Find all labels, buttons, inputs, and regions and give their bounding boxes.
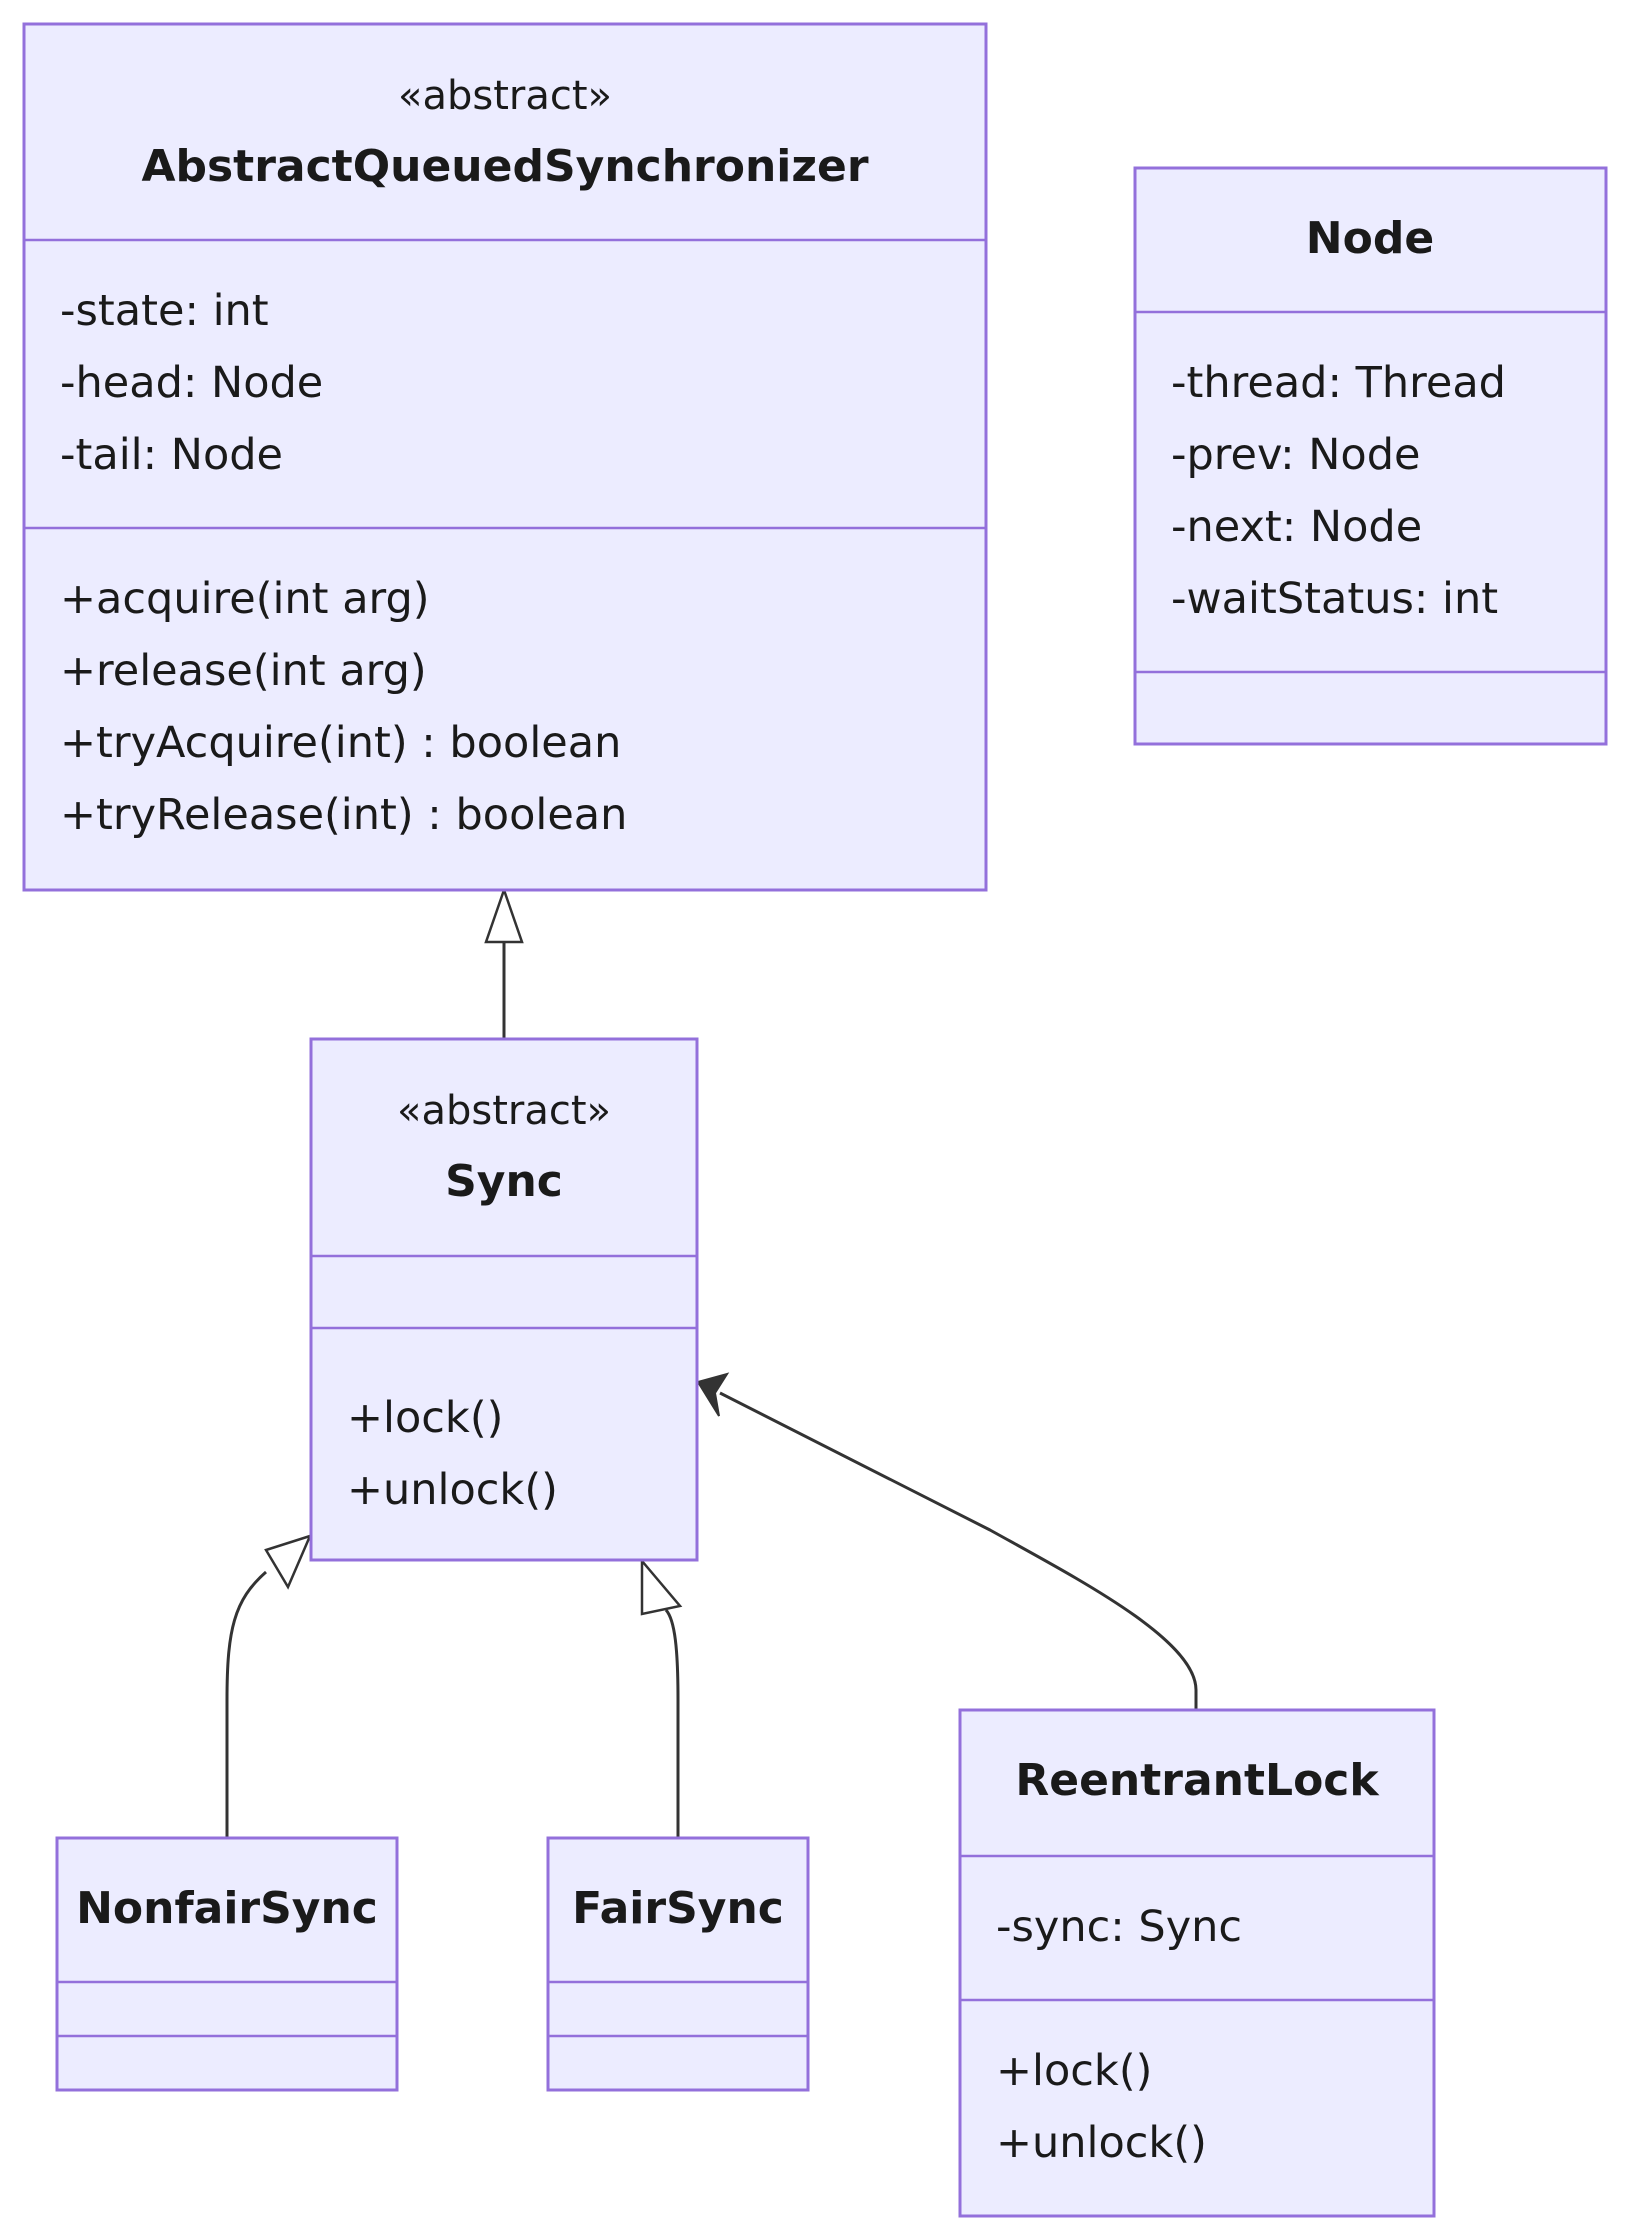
edge-sync-extends-aqs [484, 886, 524, 1039]
class-sync[interactable]: «abstract» Sync +lock() +unlock() [309, 1037, 699, 1562]
class-node[interactable]: Node -thread: Thread -prev: Node -next: … [1133, 166, 1608, 746]
inheritance-arrowhead [640, 1557, 683, 1616]
class-abstractqueuedsynchronizer[interactable]: «abstract» AbstractQueuedSynchronizer -s… [22, 22, 988, 892]
class-attribute: -waitStatus: int [1171, 574, 1498, 624]
class-name: Node [1306, 213, 1434, 264]
class-nonfairsync[interactable]: NonfairSync [55, 1836, 399, 2092]
edge-fairsync-extends-sync [640, 1557, 683, 1838]
class-method: +tryRelease(int) : boolean [60, 790, 627, 840]
class-attribute: -state: int [60, 286, 269, 336]
class-reentrantlock[interactable]: ReentrantLock -sync: Sync +lock() +unloc… [958, 1708, 1436, 2218]
class-method: +unlock() [347, 1465, 558, 1515]
class-method: +acquire(int arg) [60, 574, 430, 624]
class-name: AbstractQueuedSynchronizer [141, 141, 868, 192]
class-method: +lock() [996, 2046, 1152, 2096]
class-method: +release(int arg) [60, 646, 427, 696]
class-method: +tryAcquire(int) : boolean [60, 718, 621, 768]
class-attribute: -next: Node [1171, 502, 1422, 552]
class-name: NonfairSync [76, 1883, 378, 1934]
class-name: FairSync [572, 1883, 784, 1934]
class-stereotype: «abstract» [398, 73, 612, 119]
inheritance-arrowhead [484, 886, 524, 944]
class-method: +unlock() [996, 2118, 1207, 2168]
class-name: Sync [445, 1156, 563, 1207]
class-attribute: -sync: Sync [996, 1902, 1242, 1952]
class-name: ReentrantLock [1015, 1755, 1380, 1806]
class-method: +lock() [347, 1393, 503, 1443]
association-arrowhead [696, 1372, 730, 1417]
class-attribute: -prev: Node [1171, 430, 1420, 480]
class-attribute: -tail: Node [60, 430, 283, 480]
edges [225, 886, 1198, 1838]
class-fairsync[interactable]: FairSync [546, 1836, 810, 2092]
class-attribute: -thread: Thread [1171, 358, 1506, 408]
class-stereotype: «abstract» [397, 1088, 611, 1134]
edge-reentrantlock-uses-sync [696, 1372, 1198, 1710]
class-attribute: -head: Node [60, 358, 323, 408]
inheritance-arrowhead [264, 1533, 313, 1590]
edge-nonfairsync-extends-sync [225, 1533, 313, 1838]
